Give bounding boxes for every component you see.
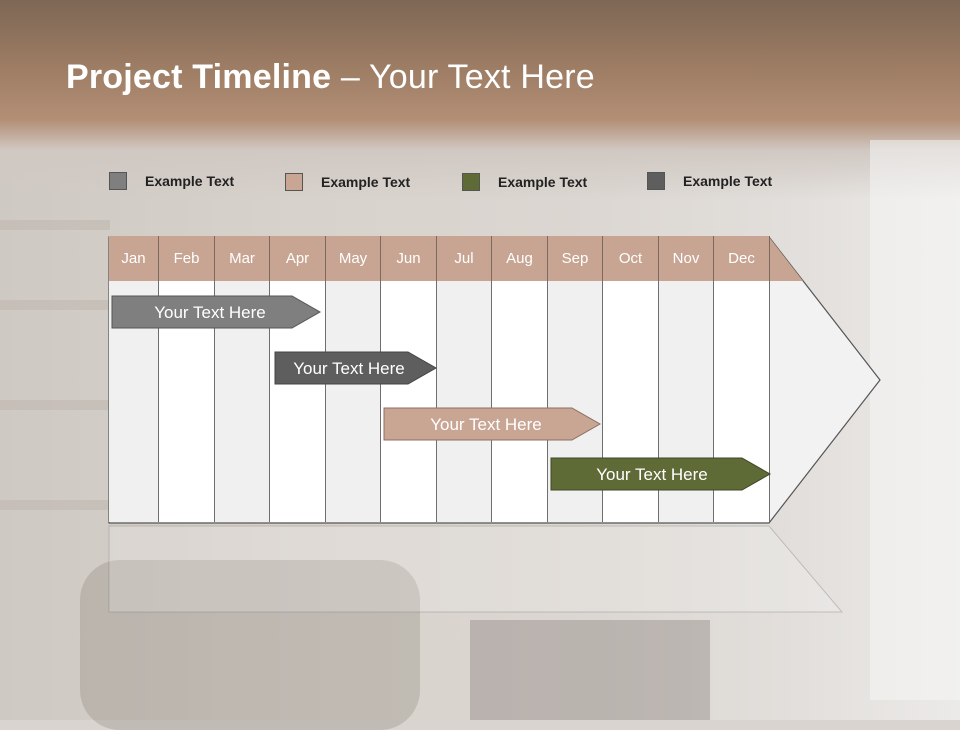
legend-item-2: Example Text bbox=[285, 172, 410, 192]
task-arrow-3 bbox=[383, 407, 602, 441]
legend-item-3: Example Text bbox=[462, 172, 587, 192]
month-apr: Apr bbox=[270, 236, 326, 281]
month-column bbox=[381, 281, 437, 522]
task-arrow-1 bbox=[111, 295, 322, 329]
month-may: May bbox=[326, 236, 381, 281]
month-mar: Mar bbox=[215, 236, 270, 281]
legend-swatch bbox=[109, 172, 127, 190]
month-oct: Oct bbox=[603, 236, 659, 281]
photo-shelf bbox=[0, 300, 110, 310]
legend-item-1: Example Text bbox=[109, 171, 234, 191]
task-label-3: Your Text Here bbox=[430, 414, 542, 434]
legend-label: Example Text bbox=[145, 173, 235, 189]
month-column bbox=[492, 281, 548, 522]
photo-shelf bbox=[0, 220, 110, 230]
photo-box bbox=[470, 620, 710, 720]
month-sep: Sep bbox=[548, 236, 603, 281]
page-title: Project Timeline – Your Text Here bbox=[66, 58, 595, 97]
task-arrow-4 bbox=[550, 457, 772, 491]
month-feb: Feb bbox=[159, 236, 215, 281]
month-column bbox=[326, 281, 381, 522]
legend-item-4: Example Text bbox=[647, 171, 772, 191]
title-bold: Project Timeline bbox=[66, 58, 332, 96]
photo-person bbox=[80, 560, 420, 730]
legend-label: Example Text bbox=[498, 174, 588, 190]
task-label-1: Your Text Here bbox=[154, 302, 266, 322]
month-nov: Nov bbox=[659, 236, 714, 281]
legend-label: Example Text bbox=[321, 174, 411, 190]
photo-shelf bbox=[0, 400, 110, 410]
month-jan: Jan bbox=[109, 236, 159, 281]
month-dec: Dec bbox=[714, 236, 770, 281]
month-aug: Aug bbox=[492, 236, 548, 281]
timeline-header-tip bbox=[769, 237, 803, 281]
timeline-reflection bbox=[108, 525, 844, 613]
month-jul: Jul bbox=[437, 236, 492, 281]
month-column bbox=[437, 281, 492, 522]
task-label-2: Your Text Here bbox=[293, 358, 405, 378]
legend-label: Example Text bbox=[683, 173, 773, 189]
month-jun: Jun bbox=[381, 236, 437, 281]
legend-swatch bbox=[462, 173, 480, 191]
legend-swatch bbox=[647, 172, 665, 190]
task-arrow-2 bbox=[274, 351, 438, 385]
title-rest: – Your Text Here bbox=[331, 58, 595, 96]
task-label-4: Your Text Here bbox=[596, 464, 708, 484]
legend-swatch bbox=[285, 173, 303, 191]
photo-window bbox=[870, 140, 960, 700]
photo-shelf bbox=[0, 500, 110, 510]
